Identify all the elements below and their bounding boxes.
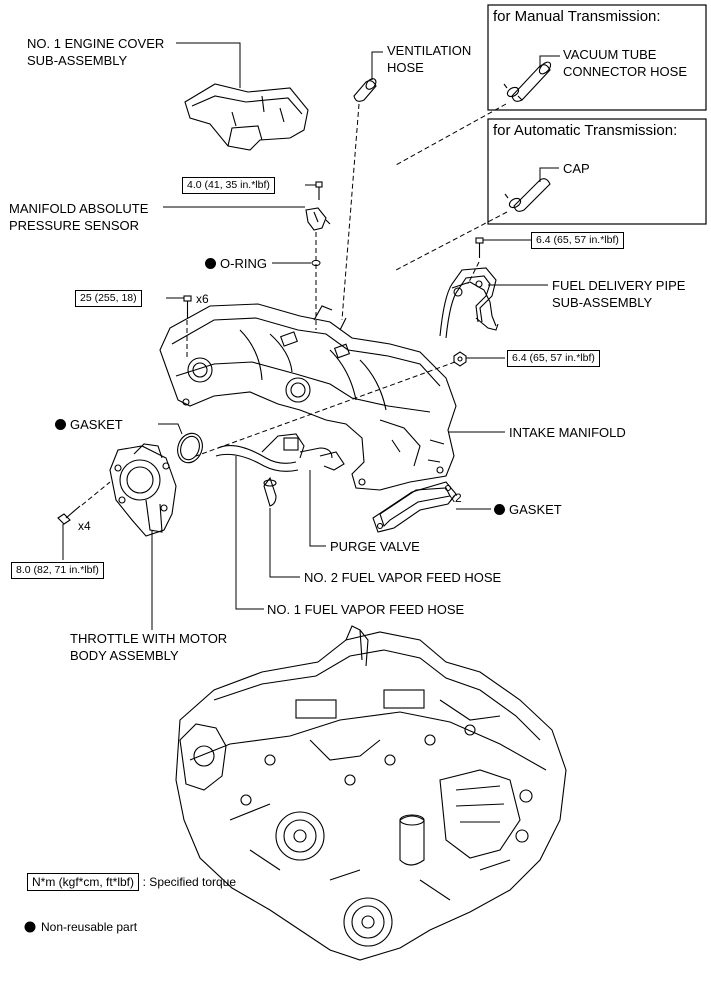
label-throttle-gasket: GASKET (55, 416, 123, 433)
intake-manifold-drawing (159, 303, 457, 491)
dashed-line-fuel-pipe (467, 261, 480, 285)
throttle-bolt-drawing (57, 505, 81, 525)
label-ventilation-hose: VENTILATION HOSE (387, 42, 471, 76)
fuel-pipe-nut-drawing (453, 351, 467, 367)
automatic-transmission-box (487, 118, 707, 225)
leader-engine-cover (176, 42, 241, 88)
leader-vacuum-tube (539, 55, 560, 68)
qty-manifold-bolt: x6 (196, 292, 209, 306)
fuel-delivery-pipe-drawing (439, 237, 499, 339)
dashed-line-ventilation (341, 103, 360, 321)
torque-throttle-bolt: 8.0 (82, 71 in.*lbf) (11, 562, 104, 579)
dashed-line-throttle-bolt (81, 481, 111, 506)
vacuum-tube-drawing (503, 61, 552, 102)
label-manifold-gasket: GASKET (494, 501, 562, 518)
label-engine-cover: NO. 1 ENGINE COVER SUB-ASSEMBLY (27, 35, 164, 69)
manual-transmission-box (487, 4, 707, 111)
non-reusable-dot (205, 258, 216, 269)
non-reusable-dot (55, 419, 66, 430)
manifold-gasket-drawing (372, 481, 457, 533)
label-throttle-gasket-text: GASKET (70, 417, 123, 432)
label-map-sensor-line2: PRESSURE SENSOR (9, 218, 140, 233)
dashed-line-manual (395, 103, 507, 166)
throttle-body-drawing (109, 443, 177, 537)
label-map-sensor: MANIFOLD ABSOLUTE PRESSURE SENSOR (9, 200, 148, 234)
dashed-line-automatic (395, 211, 508, 271)
label-throttle-body-line2: BODY ASSEMBLY (70, 648, 179, 663)
leader-purge-valve (309, 470, 326, 547)
map-sensor-drawing (305, 181, 331, 231)
label-map-sensor-line1: MANIFOLD ABSOLUTE (9, 201, 149, 216)
o-ring-drawing (311, 259, 321, 267)
leader-throttle-gasket (158, 423, 183, 435)
legend-non-reusable-dot (24, 921, 36, 933)
ventilation-hose-drawing (353, 78, 377, 102)
label-o-ring: O-RING (205, 255, 267, 272)
label-manifold-gasket-text: GASKET (509, 502, 562, 517)
label-o-ring-text: O-RING (220, 256, 267, 271)
engine-block-drawing (175, 625, 567, 961)
label-vacuum-tube: VACUUM TUBE CONNECTOR HOSE (563, 46, 687, 80)
label-fuel-delivery-pipe-line1: FUEL DELIVERY PIPE (552, 278, 686, 293)
label-ventilation-hose-line2: HOSE (387, 60, 424, 75)
engine-cover-drawing (184, 83, 309, 151)
manual-transmission-title: for Manual Transmission: (493, 8, 661, 25)
legend-torque-box: N*m (kgf*cm, ft*lbf) (27, 873, 140, 891)
legend-non-reusable: Non-reusable part (41, 920, 138, 934)
label-intake-manifold: INTAKE MANIFOLD (509, 425, 626, 440)
torque-fuel-pipe-nut: 6.4 (65, 57 in.*lbf) (507, 350, 600, 367)
legend-torque: N*m (kgf*cm, ft*lbf) : Specified torque (27, 873, 236, 891)
torque-map-sensor-bolt: 4.0 (41, 35 in.*lbf) (182, 177, 275, 194)
label-fuel-delivery-pipe-line2: SUB-ASSEMBLY (552, 295, 653, 310)
label-vacuum-tube-line1: VACUUM TUBE (563, 47, 657, 62)
torque-manifold-bolt: 25 (255, 18) (75, 290, 142, 307)
label-vacuum-tube-line2: CONNECTOR HOSE (563, 64, 687, 79)
dashed-line-nut (195, 361, 456, 457)
leader-no2-hose (269, 508, 300, 578)
label-throttle-body-line1: THROTTLE WITH MOTOR (70, 631, 228, 646)
leader-cap (539, 167, 559, 182)
label-fuel-delivery-pipe: FUEL DELIVERY PIPE SUB-ASSEMBLY (552, 277, 685, 311)
label-no1-fuel-vapor-hose: NO. 1 FUEL VAPOR FEED HOSE (267, 602, 465, 617)
label-purge-valve: PURGE VALVE (330, 539, 420, 554)
qty-throttle-bolt: x4 (78, 519, 91, 533)
non-reusable-dot (494, 504, 505, 515)
legend-torque-desc: : Specified torque (142, 875, 237, 889)
label-engine-cover-line1: NO. 1 ENGINE COVER (27, 36, 165, 51)
manifold-bolt-drawing (183, 295, 192, 318)
label-no2-fuel-vapor-hose: NO. 2 FUEL VAPOR FEED HOSE (304, 570, 502, 585)
leader-no1-hose (235, 456, 264, 610)
fuel-vapor-hoses-drawing (215, 433, 345, 507)
throttle-gasket-drawing (177, 432, 203, 464)
qty-manifold-gasket: x2 (449, 491, 462, 505)
leader-ventilation-hose (371, 51, 383, 80)
label-cap: CAP (563, 161, 590, 176)
automatic-transmission-title: for Automatic Transmission: (493, 122, 678, 139)
torque-fuel-pipe-bolt: 6.4 (65, 57 in.*lbf) (531, 232, 624, 249)
label-engine-cover-line2: SUB-ASSEMBLY (27, 53, 128, 68)
label-throttle-body: THROTTLE WITH MOTOR BODY ASSEMBLY (70, 630, 227, 664)
cap-drawing (504, 178, 551, 212)
label-ventilation-hose-line1: VENTILATION (387, 43, 472, 58)
